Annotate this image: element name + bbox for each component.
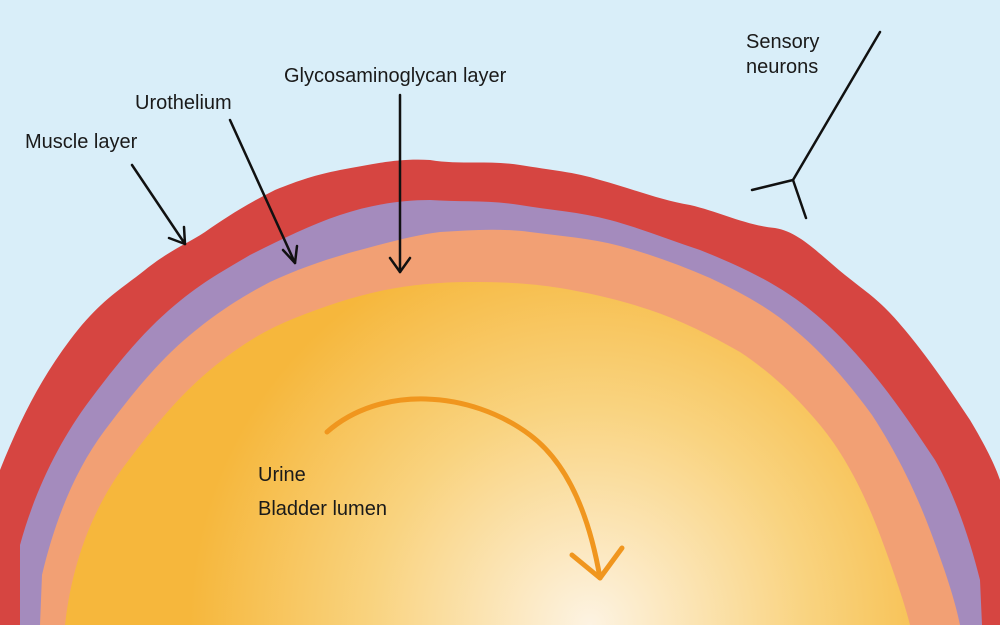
sensory-neuron-axon (791, 30, 882, 182)
muscle-layer-arrowhead (167, 225, 187, 246)
urine-label: Urine (258, 464, 306, 486)
sensory-neurons-label: Sensory neurons (746, 30, 819, 80)
lumen-area (65, 282, 910, 625)
sensory-neuron-branch-right (791, 178, 808, 220)
urine-flow-arrow (324, 396, 603, 581)
urothelium-label: Urothelium (135, 92, 232, 114)
gag-layer-label: Glycosaminoglycan layer (284, 65, 507, 87)
muscle-layer-label: Muscle layer (25, 131, 138, 153)
muscle-layer-arrow (130, 163, 187, 246)
gag-layer-arrowhead (388, 256, 412, 274)
sensory-neuron-branch-left (750, 178, 795, 192)
sensory-neurons-label-line2: neurons (746, 56, 819, 78)
sensory-neurons-label-line1: Sensory (746, 31, 820, 53)
bladder-lumen-label: Bladder lumen (258, 498, 387, 520)
urothelium-arrowhead (281, 244, 299, 265)
urine-flow-arrowhead (569, 545, 625, 581)
urothelium-arrow (228, 118, 297, 265)
